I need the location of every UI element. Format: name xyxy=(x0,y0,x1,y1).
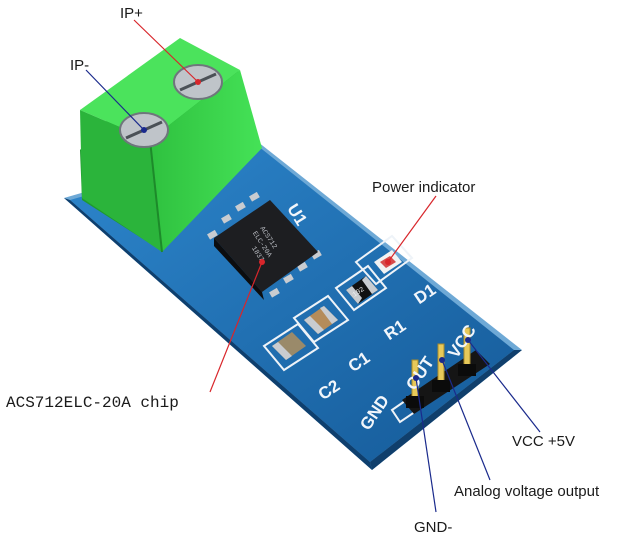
label-ip-minus: IP- xyxy=(70,57,89,74)
smd-capacitor-c1 xyxy=(304,306,338,334)
label-ip-plus: IP+ xyxy=(120,5,143,22)
callout-lines xyxy=(85,19,541,513)
callout-line-power xyxy=(387,195,437,263)
callout-line-out xyxy=(441,359,491,481)
label-analog-output: Analog voltage output xyxy=(454,483,600,500)
label-chip: ACS712ELC-20A chip xyxy=(6,394,179,412)
callout-line-vcc xyxy=(467,339,541,433)
callout-line-ip-minus xyxy=(85,69,145,131)
label-vcc: VCC +5V xyxy=(512,433,575,450)
header-pins xyxy=(402,327,490,414)
label-gnd: GND- xyxy=(414,519,452,536)
callout-dots xyxy=(141,79,471,381)
callout-line-ip-plus xyxy=(133,19,199,83)
callout-line-chip xyxy=(209,261,263,393)
smd-resistor-r1: 102 xyxy=(346,276,378,304)
smd-capacitor-c2 xyxy=(272,332,306,360)
acs712-chip: ACS712 ELC-20A 1837 xyxy=(207,191,322,300)
callout-line-gnd xyxy=(415,377,437,513)
label-power-indicator: Power indicator xyxy=(372,179,475,196)
